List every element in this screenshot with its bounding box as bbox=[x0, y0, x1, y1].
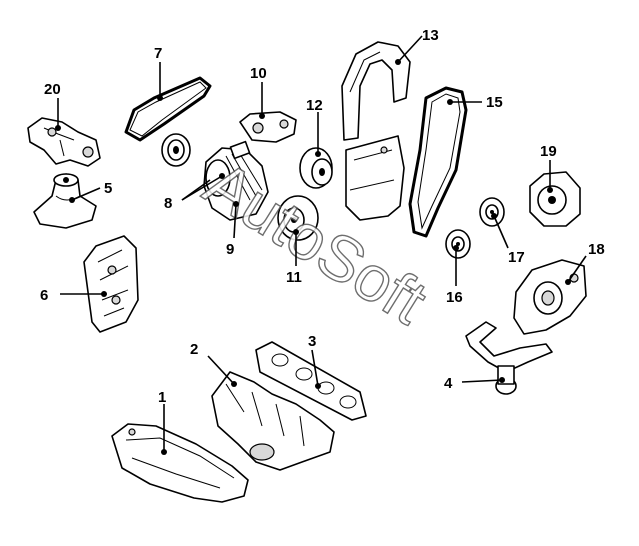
callout-7: 7 bbox=[154, 45, 162, 62]
callout-2: 2 bbox=[190, 341, 198, 358]
callout-20: 20 bbox=[44, 81, 61, 98]
callout-18: 18 bbox=[588, 241, 605, 258]
part-17-tensioner-roller[interactable] bbox=[479, 197, 505, 227]
callout-17: 17 bbox=[508, 249, 525, 266]
callout-8: 8 bbox=[164, 195, 172, 212]
callout-labels: 1 2 3 4 5 6 7 8 9 10 11 12 13 15 16 17 1… bbox=[40, 27, 605, 406]
part-7-drive-belt[interactable] bbox=[124, 76, 212, 142]
part-19-water-pump[interactable] bbox=[529, 171, 581, 227]
part-15-timing-belt[interactable] bbox=[408, 86, 468, 238]
callout-1: 1 bbox=[158, 389, 166, 406]
leader-lines bbox=[55, 35, 587, 455]
callout-12: 12 bbox=[306, 97, 323, 114]
part-13-upper-cover[interactable] bbox=[341, 41, 411, 141]
callout-15: 15 bbox=[486, 94, 503, 111]
lower-timing-cover bbox=[345, 135, 405, 221]
callout-13: 13 bbox=[422, 27, 439, 44]
part-2-exhaust-manifold[interactable] bbox=[211, 371, 335, 471]
callout-11: 11 bbox=[286, 269, 302, 286]
part-5-rubber-mount[interactable] bbox=[33, 173, 97, 229]
part-6-cover-plate[interactable] bbox=[83, 235, 139, 333]
callout-4: 4 bbox=[444, 375, 453, 392]
callout-5: 5 bbox=[104, 180, 112, 197]
callout-19: 19 bbox=[540, 143, 557, 160]
part-9-alternator[interactable] bbox=[203, 140, 269, 221]
part-20-mount-bracket[interactable] bbox=[27, 117, 101, 167]
callout-6: 6 bbox=[40, 287, 48, 304]
part-12-idler-roller[interactable] bbox=[299, 147, 333, 189]
part-4-pipe-bracket[interactable] bbox=[465, 321, 553, 395]
part-10-bracket[interactable] bbox=[239, 111, 297, 143]
callout-3: 3 bbox=[308, 333, 316, 350]
part-16-small-idler[interactable] bbox=[445, 229, 471, 259]
part-1-heat-shield[interactable] bbox=[111, 423, 249, 503]
part-18-pump-housing[interactable] bbox=[513, 259, 587, 335]
callout-9: 9 bbox=[226, 241, 234, 258]
part-8-pulley[interactable] bbox=[161, 133, 191, 167]
callout-10: 10 bbox=[250, 65, 267, 82]
part-11-tensioner[interactable] bbox=[277, 195, 319, 241]
callout-16: 16 bbox=[446, 289, 463, 306]
